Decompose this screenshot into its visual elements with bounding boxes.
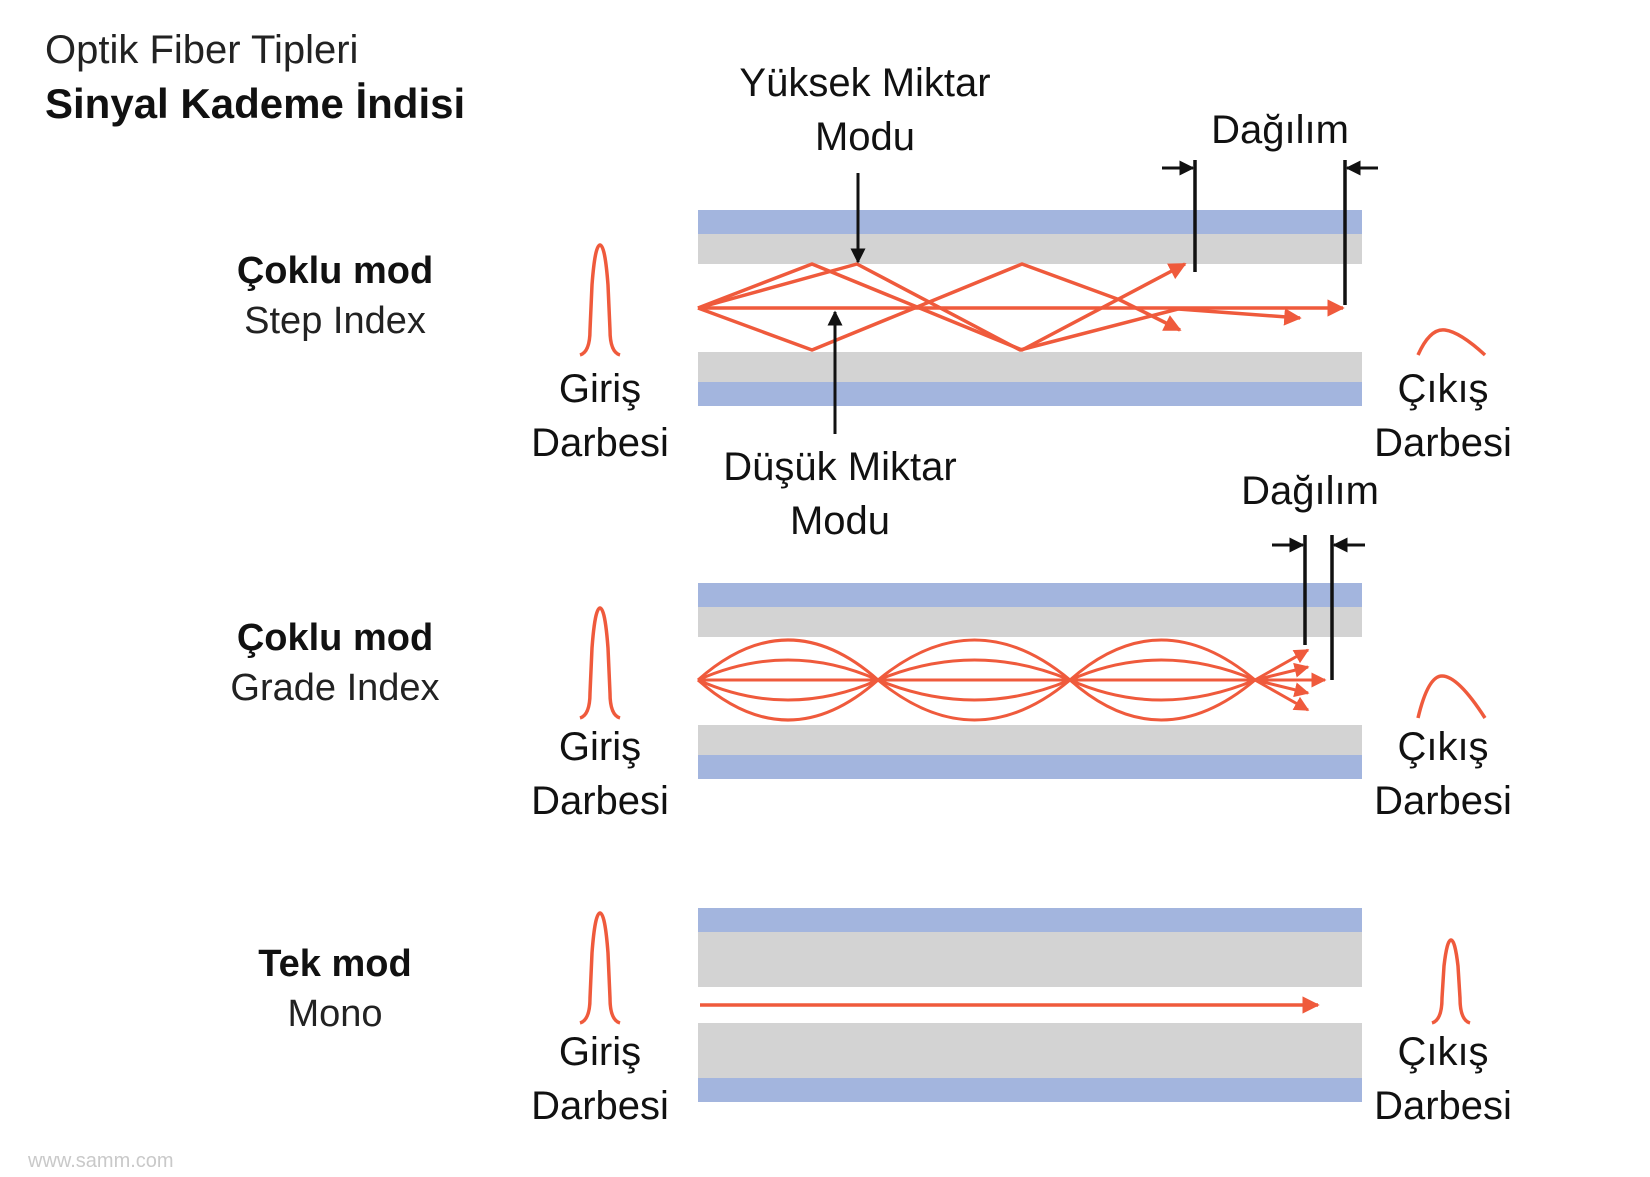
mode-sub-step: Step Index (244, 300, 426, 342)
step-rays (697, 262, 1345, 352)
input-label-line2: Darbesi (531, 779, 669, 823)
ray-envelope-bottom (697, 678, 1256, 722)
cladding-inner-bottom (698, 352, 1362, 382)
mode-name-grade: Çoklu mod (236, 617, 434, 659)
input-label-line2: Darbesi (531, 421, 669, 465)
high-mode-label-line1: Yüksek Miktar (739, 61, 991, 105)
input-pulse-label-mono: Giriş Darbesi (515, 1025, 685, 1133)
input-pulse-label-step: Giriş Darbesi (515, 362, 685, 470)
cladding-outer-bottom (698, 755, 1362, 779)
cladding-outer-bottom (698, 382, 1362, 406)
cladding-inner-bottom (698, 1023, 1362, 1078)
output-label-line1: Çıkış (1397, 1030, 1489, 1074)
mode-name-step: Çoklu mod (236, 250, 434, 292)
low-mode-callout: Düşük Miktar Modu (680, 440, 1000, 548)
output-pulse-step (1416, 328, 1487, 357)
input-label-line1: Giriş (558, 367, 642, 411)
low-mode-label-line1: Düşük Miktar (723, 445, 957, 489)
output-pulse-grade (1416, 674, 1487, 719)
output-pulse-mono (1431, 938, 1471, 1025)
grade-rays (697, 638, 1327, 722)
fiber-mono (579, 908, 1471, 1102)
ray-high (697, 262, 1302, 352)
high-mode-label-line2: Modu (814, 115, 916, 159)
mode-sub-mono: Mono (287, 993, 383, 1035)
cladding-inner-top (698, 234, 1362, 264)
high-mode-callout: Yüksek Miktar Modu (700, 56, 1030, 164)
exit-ray-2 (1254, 662, 1310, 682)
ray-envelope-top (697, 638, 1256, 682)
exit-ray-4 (1254, 678, 1310, 712)
low-mode-label-line2: Modu (789, 499, 891, 543)
output-pulse-label-mono: Çıkış Darbesi (1358, 1025, 1528, 1133)
ray-inner-top (697, 658, 1256, 682)
output-pulse-label-step: Çıkış Darbesi (1358, 362, 1528, 470)
output-label-line1: Çıkış (1397, 725, 1489, 769)
diagram-title: Sinyal Kademe İndisi (45, 80, 466, 127)
watermark: www.samm.com (28, 1150, 174, 1172)
cladding-outer-bottom (698, 1078, 1362, 1102)
output-label-line2: Darbesi (1374, 779, 1512, 823)
mode-sub-grade: Grade Index (230, 667, 440, 709)
cladding-outer-top (698, 908, 1362, 932)
ray-low (697, 262, 1182, 352)
mode-name-mono: Tek mod (258, 943, 412, 985)
cladding-outer-top (698, 583, 1362, 607)
output-pulse-label-grade: Çıkış Darbesi (1358, 720, 1528, 828)
diagram-subtitle: Optik Fiber Tipleri (45, 28, 359, 72)
cladding-outer-top (698, 210, 1362, 234)
ray-inner-bottom (697, 678, 1256, 702)
dispersion-label-step: Dağılım (1211, 108, 1349, 152)
fiber-grade-index (579, 535, 1487, 779)
exit-ray-1 (1254, 648, 1310, 682)
output-label-line2: Darbesi (1374, 1084, 1512, 1128)
output-label-line1: Çıkış (1397, 367, 1489, 411)
cladding-inner-top (698, 932, 1362, 987)
exit-ray-3 (1254, 678, 1310, 698)
input-pulse-step (579, 243, 621, 357)
fiber-step-index (579, 160, 1487, 434)
input-pulse-label-grade: Giriş Darbesi (515, 720, 685, 828)
input-pulse-grade (579, 606, 621, 720)
input-label-line2: Darbesi (531, 1084, 669, 1128)
input-label-line1: Giriş (558, 725, 642, 769)
input-label-line1: Giriş (558, 1030, 642, 1074)
dispersion-label-grade: Dağılım (1241, 469, 1379, 513)
cladding-inner-top (698, 607, 1362, 637)
output-label-line2: Darbesi (1374, 421, 1512, 465)
input-pulse-mono (579, 911, 621, 1025)
cladding-inner-bottom (698, 725, 1362, 755)
